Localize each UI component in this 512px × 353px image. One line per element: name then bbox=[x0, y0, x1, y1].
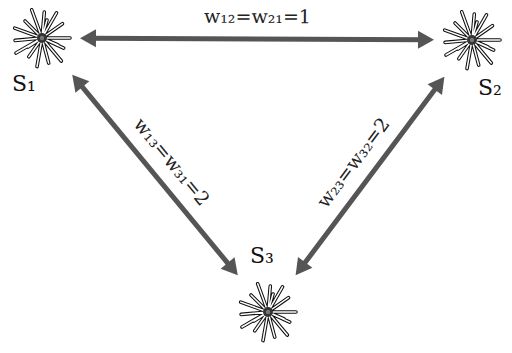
arrow-shaft bbox=[79, 82, 232, 267]
node-label: S₂ bbox=[478, 76, 502, 100]
arrow-head bbox=[428, 77, 445, 95]
node-label: S₁ bbox=[12, 72, 36, 96]
arrow-head bbox=[72, 75, 89, 93]
arrow-shaft bbox=[90, 38, 424, 40]
arrow-head bbox=[80, 29, 96, 47]
micelle-node: S₃ bbox=[236, 280, 300, 344]
weight-arrow bbox=[80, 29, 434, 48]
micelle-illustration bbox=[236, 280, 300, 344]
weight-arrow bbox=[296, 77, 445, 275]
weight-arrow bbox=[72, 75, 238, 276]
arrow-shaft bbox=[302, 85, 439, 267]
micelle-node: S₂ bbox=[440, 8, 504, 72]
arrow-head bbox=[296, 257, 313, 275]
micelle-node: S₁ bbox=[10, 6, 74, 70]
arrow-head bbox=[221, 257, 238, 275]
micelle-illustration bbox=[440, 8, 504, 72]
micelle-illustration bbox=[10, 6, 74, 70]
arrow-head bbox=[418, 31, 434, 49]
node-label: S₃ bbox=[250, 244, 274, 268]
edge-weight-label: w₁₂=w₂₁=1 bbox=[202, 6, 313, 28]
